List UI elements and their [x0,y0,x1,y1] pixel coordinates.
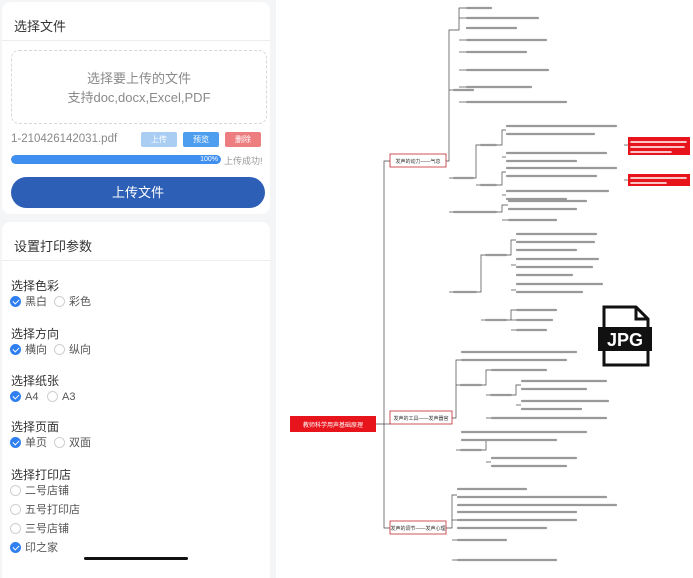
radio-store-yinzhijia[interactable]: 印之家 [10,541,58,555]
print-card-title: 设置打印参数 [14,239,93,254]
drop-zone-title: 选择要上传的文件 [86,71,191,86]
mindmap-branch-node [389,153,447,168]
document-preview: 教师科学用声基础原理 发声的动力——气息 发声的工具——发声器官 发声的调节——… [276,0,693,578]
progress-fill: 100% [11,155,221,164]
option-label: A3 [62,391,76,403]
radio-icon [10,522,21,534]
connector-lines [376,7,628,561]
store-label: 选择打印店 [11,468,72,482]
option-label: 彩色 [69,296,91,308]
mindmap-note [628,174,690,186]
file-drop-zone[interactable]: 选择要上传的文件 支持doc,docx,Excel,PDF [11,50,267,124]
mindmap-branch-node [389,520,447,535]
divider [2,40,270,41]
upload-card: 选择文件 选择要上传的文件 支持doc,docx,Excel,PDF 1-210… [2,2,270,214]
mindmap-branch-label: 发声的工具——发声器官 [393,415,448,422]
radio-landscape[interactable]: 横向 [10,343,47,357]
radio-portrait[interactable]: 纵向 [54,343,91,357]
radio-icon [54,436,65,448]
option-label: 双面 [69,437,91,449]
radio-a4[interactable]: A4 [10,390,38,404]
mindmap-branch-label: 发声的调节——发声心理 [390,525,445,532]
option-label: A4 [25,391,39,403]
option-label: 纵向 [69,344,91,356]
radio-icon [54,295,65,307]
radio-icon [10,436,21,448]
jpg-label: JPG [607,330,643,350]
mindmap-leaf-text-lines [456,6,618,562]
file-row: 1-210426142031.pdf 上传 预览 删除 [11,132,265,148]
radio-icon [10,295,21,307]
upload-file-button[interactable]: 上传文件 [11,177,265,208]
mindmap-root-label: 教师科学用声基础原理 [303,421,363,429]
radio-a3[interactable]: A3 [47,390,75,404]
divider [2,260,270,261]
pages-label: 选择页面 [11,420,60,434]
mindmap-note-text [630,141,687,184]
paper-label: 选择纸张 [11,374,60,388]
option-label: 印之家 [25,542,58,554]
color-label: 选择色彩 [11,279,60,293]
radio-icon [47,390,58,402]
upload-small-button[interactable]: 上传 [141,132,177,147]
mindmap-branch-node [389,410,453,425]
radio-icon [10,541,21,553]
radio-icon [10,390,21,402]
home-indicator [84,557,188,560]
radio-store-3[interactable]: 三号店铺 [10,522,69,536]
radio-single-side[interactable]: 单页 [10,436,47,450]
option-label: 二号店铺 [25,485,69,497]
upload-card-title: 选择文件 [14,19,67,34]
mindmap-branch-label: 发声的动力——气息 [395,158,440,165]
option-label: 三号店铺 [25,523,69,535]
option-label: 五号打印店 [25,504,80,516]
radio-store-2[interactable]: 二号店铺 [10,484,69,498]
radio-color-bw[interactable]: 黑白 [10,295,47,309]
mindmap-leaf-labels [452,88,513,452]
print-settings-card: 设置打印参数 选择色彩 黑白 彩色 选择方向 横向 纵向 选择纸张 A4 A3 … [2,222,270,578]
radio-icon [10,343,21,355]
radio-icon [54,343,65,355]
option-label: 黑白 [25,296,47,308]
jpg-file-icon: JPG [598,305,652,367]
progress-percent: 100% [200,156,218,163]
radio-icon [10,503,21,515]
option-label: 单页 [25,437,47,449]
delete-button[interactable]: 删除 [225,132,261,147]
preview-button[interactable]: 预览 [183,132,219,147]
mindmap-root-node [290,416,376,432]
radio-store-5[interactable]: 五号打印店 [10,503,80,517]
radio-double-side[interactable]: 双面 [54,436,91,450]
option-label: 横向 [25,344,47,356]
file-name: 1-210426142031.pdf [11,133,118,145]
drop-zone-hint: 支持doc,docx,Excel,PDF [67,90,211,105]
orientation-label: 选择方向 [11,327,60,341]
progress-bar: 100% [11,155,221,164]
radio-icon [10,484,21,496]
upload-status: 上传成功! [224,156,263,166]
radio-color-color[interactable]: 彩色 [54,295,91,309]
